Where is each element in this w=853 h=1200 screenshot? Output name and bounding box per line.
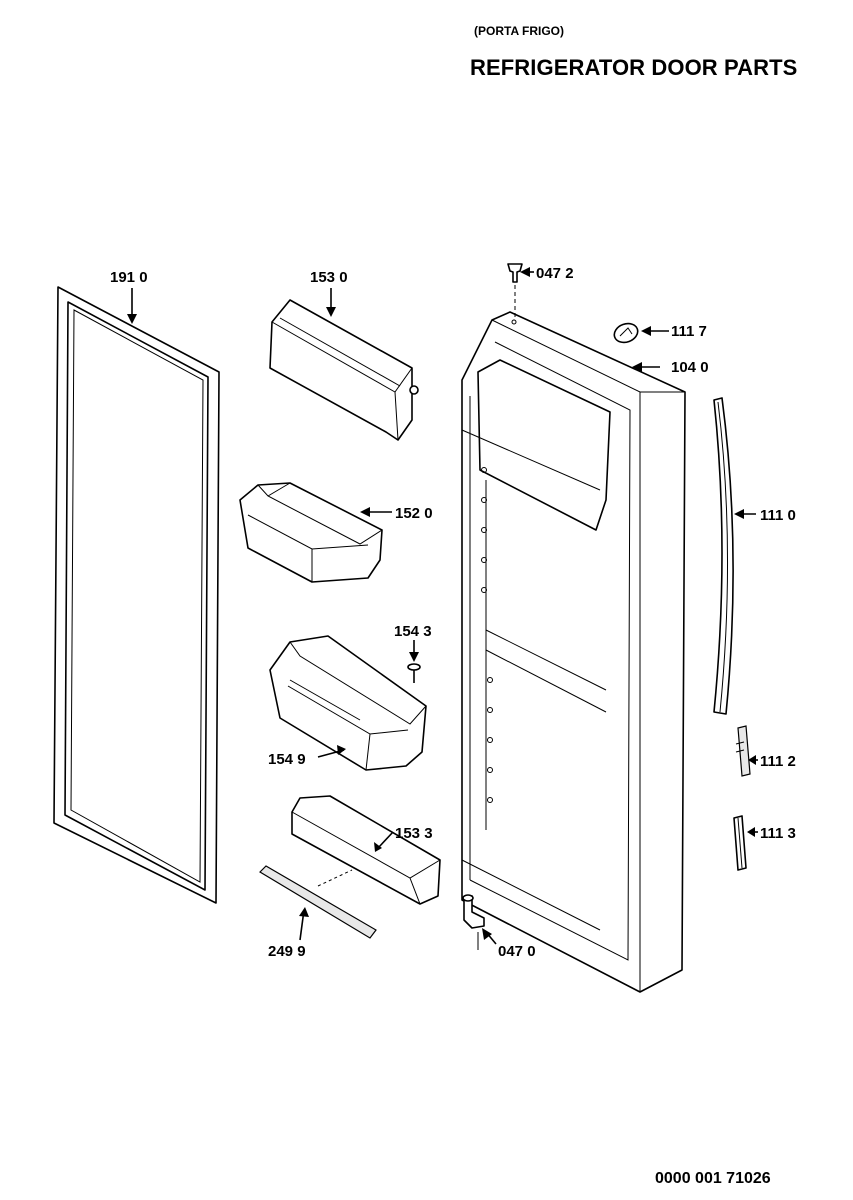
- arrowhead-111-3: [747, 827, 755, 837]
- arrowhead-249-9: [299, 907, 309, 917]
- label-047-2: 047 2: [536, 265, 574, 282]
- label-154-3: 154 3: [394, 623, 432, 640]
- label-153-3: 153 3: [395, 825, 433, 842]
- leader-153-3: [377, 831, 394, 849]
- label-152-0: 152 0: [395, 505, 433, 522]
- shelf-bin: [239, 482, 383, 583]
- arrowhead-111-7: [641, 326, 651, 336]
- label-111-2: 111 2: [760, 753, 796, 770]
- handle-cap-bottom: [733, 815, 747, 871]
- label-249-9: 249 9: [268, 943, 306, 960]
- arrowhead-111-2: [748, 755, 756, 765]
- arrowhead-047-0: [482, 928, 492, 940]
- page-title: REFRIGERATOR DOOR PARTS: [470, 55, 798, 80]
- arrowhead-154-3: [409, 652, 419, 662]
- arrowhead-191-0: [127, 314, 137, 324]
- door-handle: [713, 397, 734, 715]
- bottle-bin: [269, 635, 427, 771]
- arrowhead-104-0: [632, 362, 642, 372]
- top-cover: [269, 299, 419, 441]
- door-panel: [461, 311, 686, 993]
- arrowhead-154-9: [337, 745, 346, 755]
- header-subtitle: (PORTA FRIGO): [474, 24, 564, 38]
- label-111-7: 111 7: [671, 323, 707, 340]
- arrowhead-153-3: [374, 842, 382, 852]
- document-number: 0000 001 71026: [655, 1170, 771, 1187]
- arrowhead-153-0: [326, 307, 336, 317]
- hinge-pin: [507, 263, 523, 325]
- label-154-9: 154 9: [268, 751, 306, 768]
- door-gasket: [53, 286, 220, 904]
- label-111-0: 111 0: [760, 507, 796, 524]
- label-191-0: 191 0: [110, 269, 148, 286]
- bottom-hinge: [462, 894, 485, 950]
- handle-cap-top: [735, 725, 751, 777]
- arrowhead-111-0: [734, 509, 744, 519]
- bottle-retainer: [291, 795, 441, 905]
- arrowhead-152-0: [360, 507, 370, 517]
- label-047-0: 047 0: [498, 943, 536, 960]
- label-153-0: 153 0: [310, 269, 348, 286]
- plug: [613, 322, 639, 344]
- screw: [407, 663, 421, 683]
- retainer-bar: [259, 865, 377, 939]
- label-104-0: 104 0: [671, 359, 709, 376]
- label-111-3: 111 3: [760, 825, 796, 842]
- door-shelf-holes: [481, 467, 493, 803]
- arrowhead-047-2: [520, 267, 530, 277]
